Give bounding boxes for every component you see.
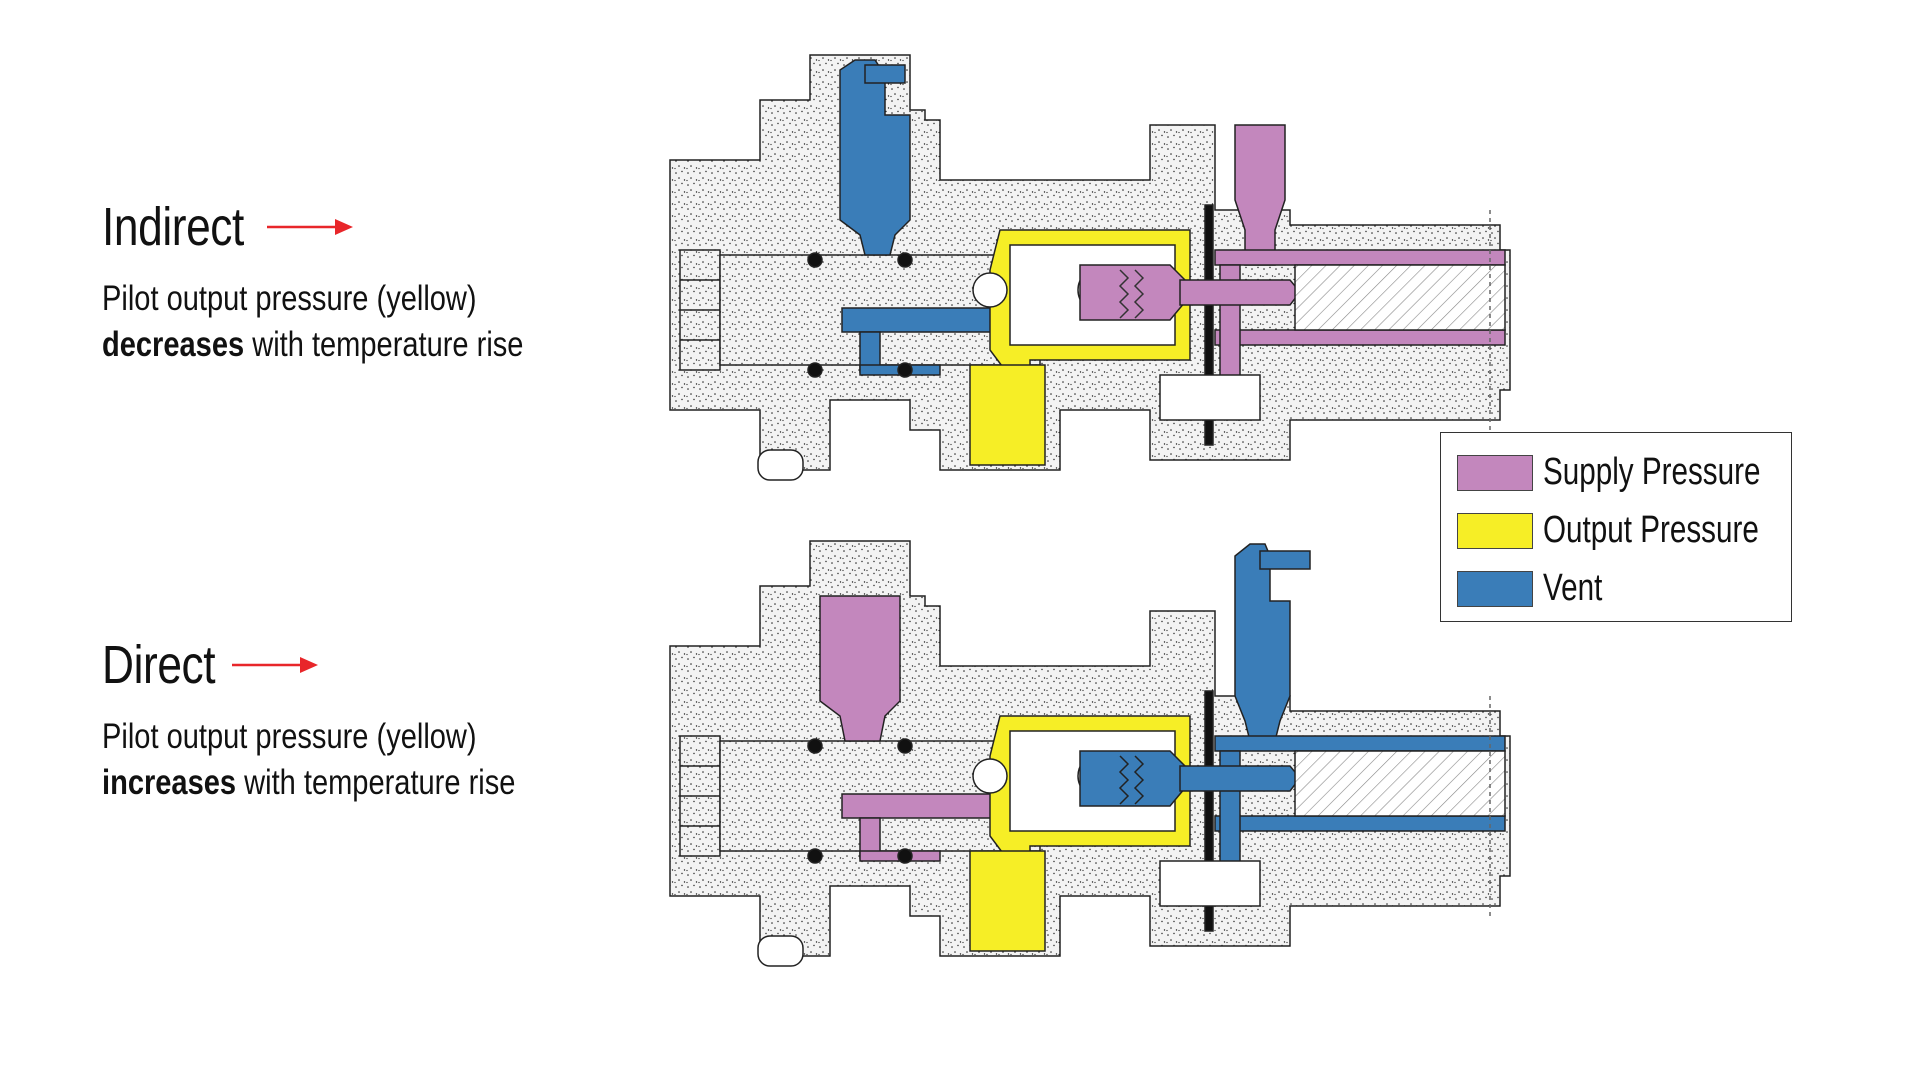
bottom-left-screw	[757, 449, 804, 481]
indirect-title: Indirect	[102, 197, 244, 257]
sensing-tube	[1294, 264, 1506, 331]
direct-valve-cross-section	[669, 540, 1511, 967]
vent-plug	[839, 59, 911, 256]
direct-desc-line1: Pilot output pressure (yellow)	[102, 717, 477, 756]
legend-item-supply: Supply Pressure	[1457, 451, 1822, 494]
output-port	[969, 364, 1046, 466]
sensing-tube	[1294, 750, 1506, 817]
vent-channel	[841, 307, 1013, 333]
indirect-label-block: Indirect Pilot output pressure (yellow) …	[102, 200, 610, 368]
legend-label-output: Output Pressure	[1543, 509, 1759, 551]
indirect-description: Pilot output pressure (yellow) decreases…	[102, 276, 523, 368]
push-rod	[1179, 279, 1301, 306]
legend-swatch-supply	[1457, 454, 1533, 491]
bottom-left-screw	[757, 935, 804, 967]
indirect-desc-rest: with temperature rise	[244, 325, 524, 364]
legend-swatch-vent	[1457, 570, 1533, 607]
direct-description: Pilot output pressure (yellow) increases…	[102, 714, 515, 806]
indirect-desc-line1: Pilot output pressure (yellow)	[102, 279, 477, 318]
output-port	[969, 850, 1046, 952]
legend: Supply Pressure Output Pressure Vent	[1440, 432, 1792, 622]
legend-item-output: Output Pressure	[1457, 509, 1820, 552]
vent-outlet	[1234, 543, 1291, 742]
direct-desc-rest: with temperature rise	[236, 763, 516, 802]
check-ball-left	[972, 758, 1008, 794]
arrow-right-icon	[232, 657, 319, 673]
direct-title: Direct	[102, 635, 216, 695]
supply-channel	[841, 793, 1013, 819]
legend-label-vent: Vent	[1543, 567, 1603, 609]
right-screw	[1159, 374, 1261, 421]
legend-item-vent: Vent	[1457, 567, 1619, 610]
legend-label-supply: Supply Pressure	[1543, 451, 1761, 493]
check-ball-left	[972, 272, 1008, 308]
direct-desc-bold: increases	[102, 763, 237, 802]
legend-swatch-output	[1457, 512, 1533, 549]
indirect-valve-cross-section	[669, 54, 1511, 481]
indirect-desc-bold: decreases	[102, 325, 245, 364]
diaphragm	[1204, 690, 1214, 932]
diaphragm	[1204, 204, 1214, 446]
direct-label-block: Direct Pilot output pressure (yellow) in…	[102, 638, 600, 806]
push-rod	[1179, 765, 1301, 792]
supply-plug	[819, 595, 901, 742]
right-screw	[1159, 860, 1261, 907]
arrow-right-icon	[267, 219, 354, 235]
